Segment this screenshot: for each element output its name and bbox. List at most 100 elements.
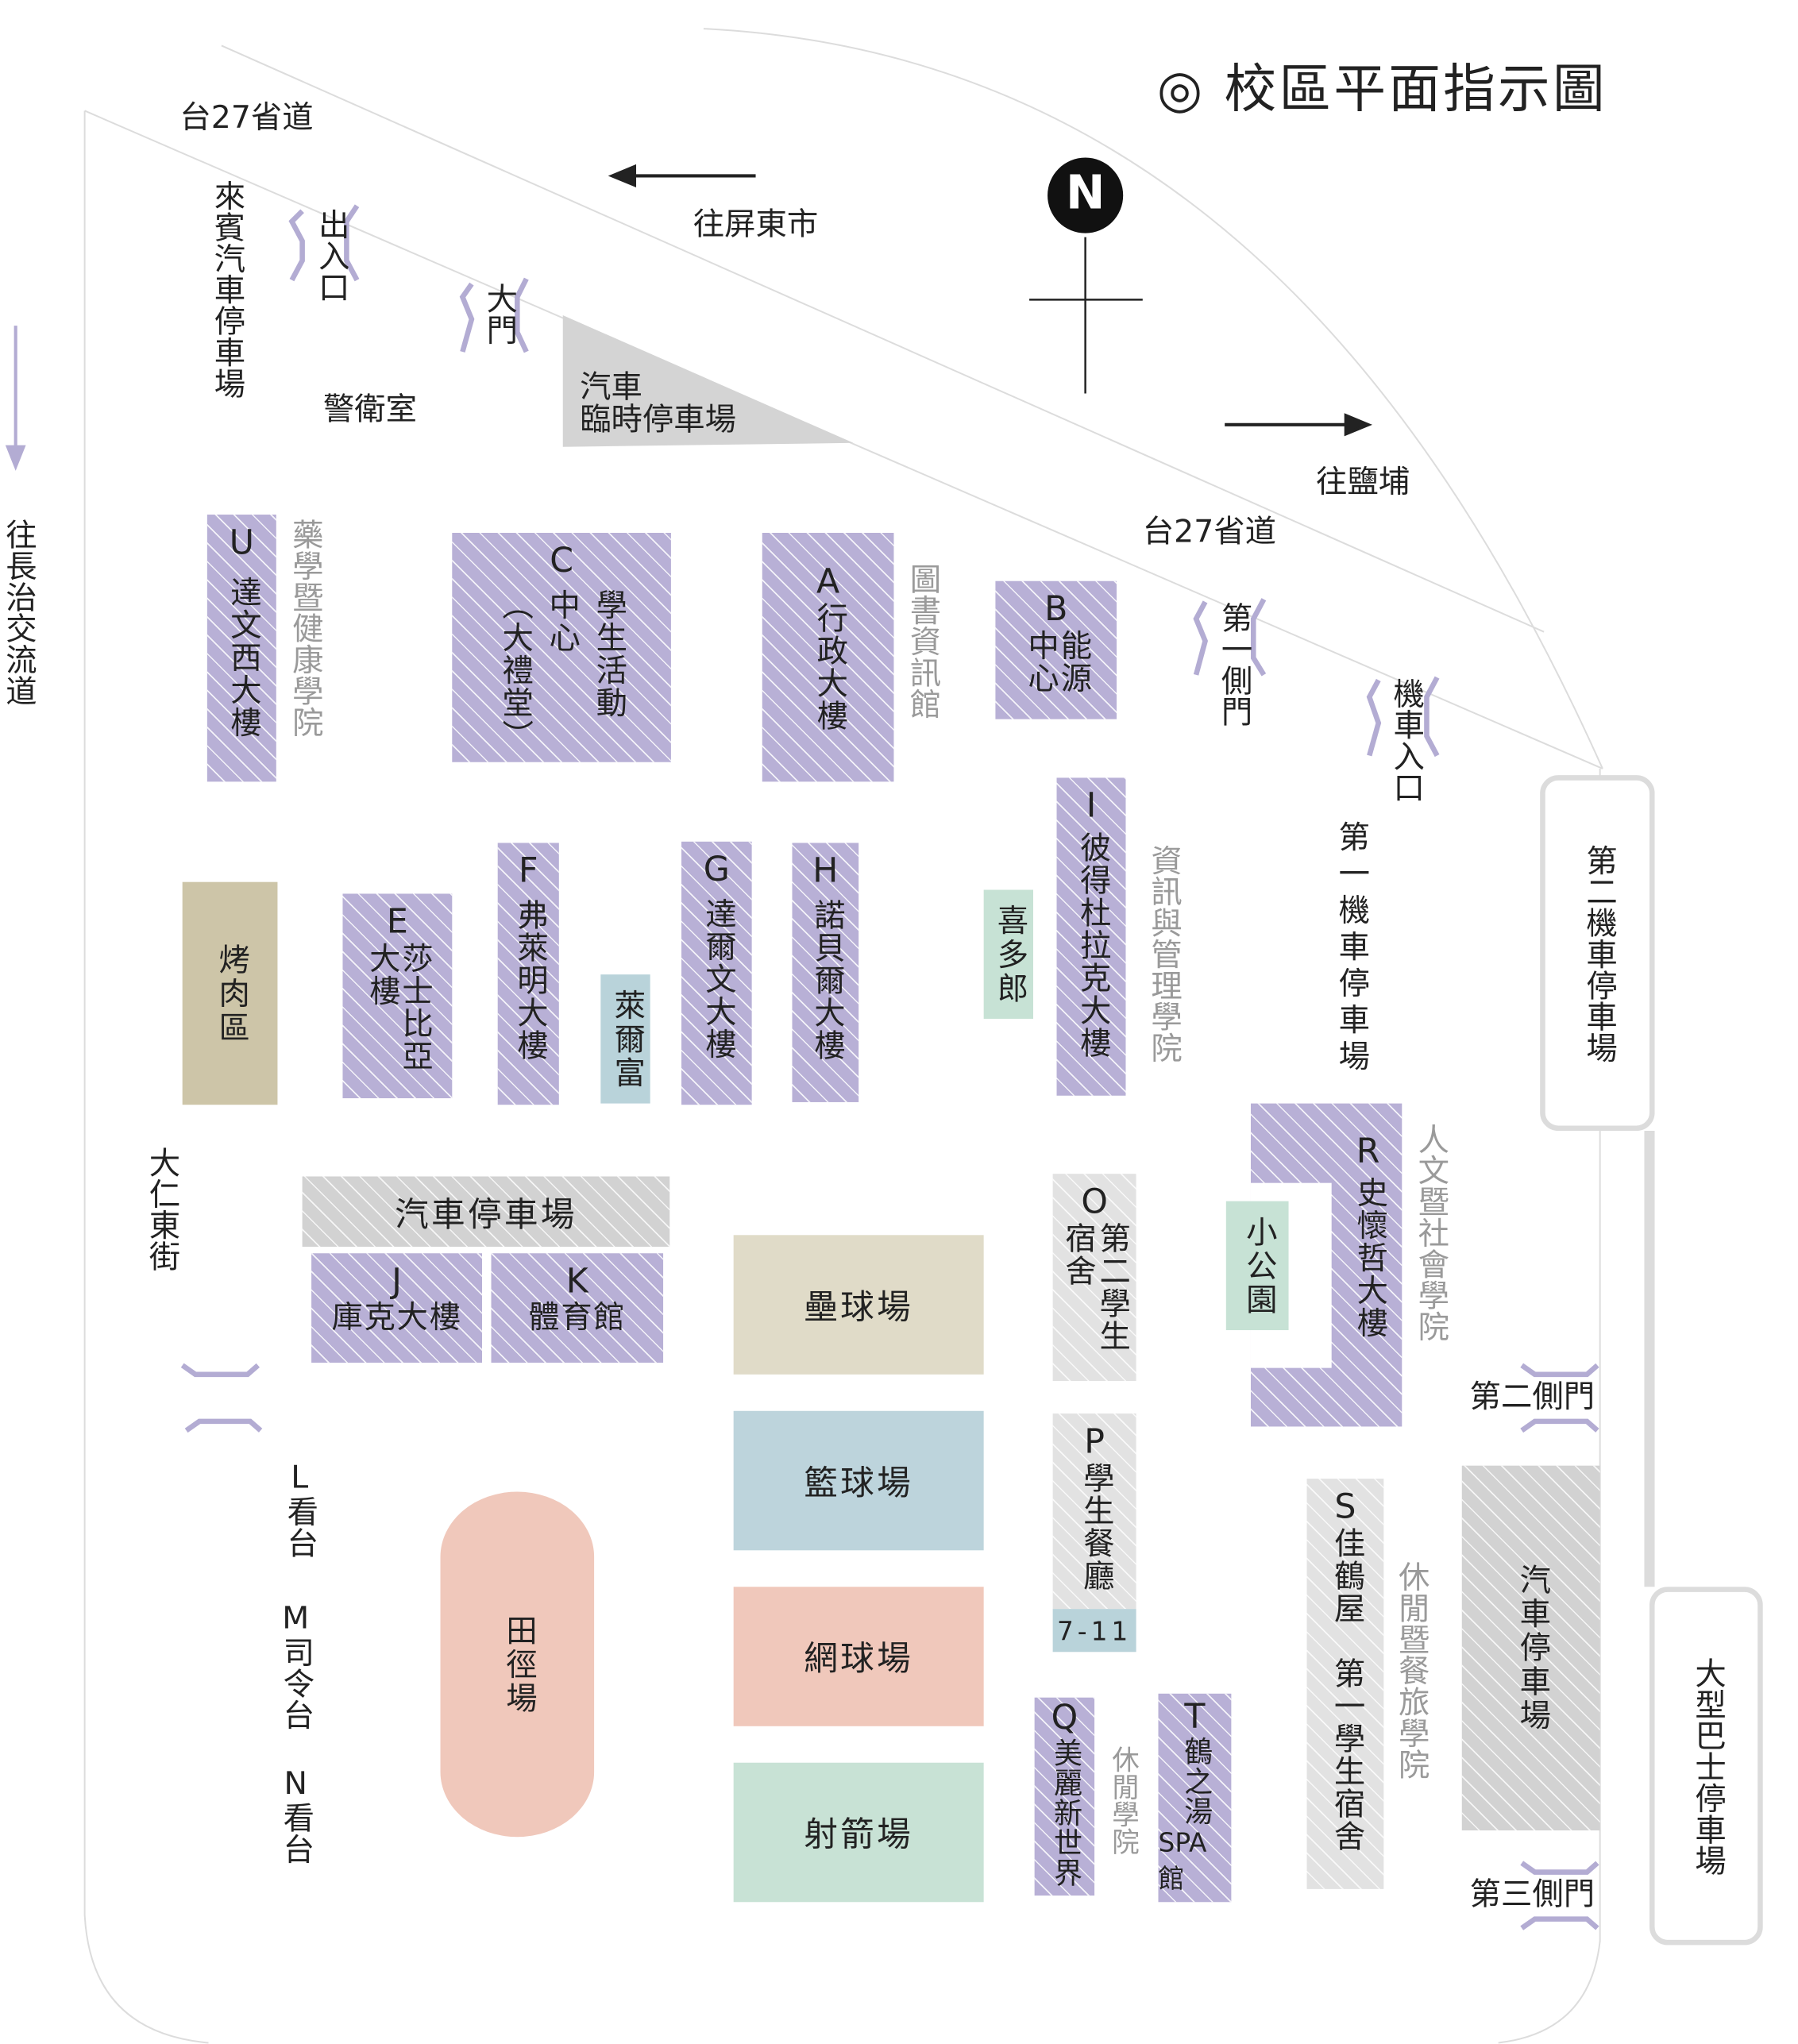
guard-room-label: 警衛室	[322, 391, 417, 428]
building-letter: R	[1356, 1132, 1380, 1171]
kitamura-restaurant: 喜多郎	[983, 889, 1033, 1019]
college-label: 休閒學院	[1109, 1745, 1140, 1856]
college-label: 人文暨社會學院	[1412, 1123, 1449, 1342]
library-label: 圖書資訊館	[904, 562, 941, 719]
temp-parking-area	[562, 315, 854, 447]
basketball-label: 籃球場	[804, 1464, 914, 1504]
car-parking-label: 汽車停車場	[395, 1195, 577, 1235]
building-R-label: R 史懷哲大樓	[1334, 1133, 1402, 1394]
gate-first-side[interactable]: 第一側門	[1215, 601, 1252, 727]
building-name: 莎士比亞 大樓	[363, 941, 433, 1072]
seven-eleven-label: 7-11	[1057, 1614, 1132, 1646]
bbq-label: 烤肉區	[213, 942, 250, 1044]
gate-third-side[interactable]: 第三側門	[1469, 1876, 1595, 1913]
track-field-label: 田徑場	[500, 1613, 537, 1715]
tennis-label: 網球場	[804, 1640, 914, 1680]
seven-eleven-store: 7-11	[1052, 1609, 1136, 1653]
compass-label: N	[1066, 166, 1105, 221]
gate-main[interactable]: 大門	[480, 283, 518, 345]
building-S[interactable]: S 佳鶴屋 第一學生宿舍	[1306, 1479, 1384, 1889]
road-label-highway: 台27省道	[179, 98, 314, 136]
direction-changzhi: 往長治交流道	[0, 518, 37, 707]
building-A[interactable]: A 行政大樓	[762, 533, 894, 782]
bus-parking: 大型巴士停車場	[1649, 1587, 1763, 1946]
building-name: 能源 中心	[1022, 628, 1092, 694]
building-O[interactable]: O 第二學生 宿舍	[1052, 1174, 1136, 1382]
building-U[interactable]: U 達文西大樓	[206, 515, 276, 782]
archery-label: 射箭場	[804, 1815, 914, 1856]
building-F[interactable]: F 弗萊明大樓	[497, 843, 559, 1105]
car-parking-center: 汽車停車場	[302, 1176, 670, 1248]
building-name: 學生活動 中心 （大禮堂）	[496, 588, 627, 751]
building-P[interactable]: P 學生餐廳	[1052, 1413, 1136, 1610]
building-letter: B	[1044, 590, 1068, 630]
building-name: 體育館	[528, 1298, 627, 1335]
direction-pingtung: 往屏東市	[693, 206, 819, 243]
building-J[interactable]: J 庫克大樓	[311, 1253, 483, 1363]
compass-cross-icon	[1029, 237, 1143, 394]
building-name: 第二學生 宿舍	[1059, 1221, 1131, 1352]
building-C[interactable]: C 學生活動 中心 （大禮堂）	[452, 533, 671, 762]
building-E[interactable]: E 莎士比亞 大樓	[342, 893, 453, 1099]
building-letter: S	[1334, 1487, 1356, 1527]
building-letter: G	[703, 850, 730, 890]
gate-markers	[180, 204, 1599, 1930]
tennis-court: 網球場	[733, 1587, 984, 1726]
building-letter: U	[229, 523, 254, 563]
building-name: 行政大樓	[811, 601, 848, 732]
building-name: 美麗新世界	[1048, 1737, 1082, 1888]
gate-second-side[interactable]: 第二側門	[1469, 1378, 1595, 1415]
gate-scooter-entrance[interactable]: 機車入口	[1387, 677, 1425, 803]
hilife-label: 萊爾富	[608, 988, 646, 1090]
building-letter: A	[816, 562, 840, 602]
temp-parking-label: 汽車 臨時停車場	[580, 368, 736, 438]
building-letter: E	[386, 902, 408, 943]
building-letter: J	[392, 1262, 402, 1302]
building-K[interactable]: K 體育館	[491, 1253, 664, 1363]
campus-boundary-east	[1498, 768, 1601, 2044]
scooter-parking-2-label: 第二機車停車場	[1580, 843, 1617, 1062]
small-park: 小公園	[1225, 1201, 1289, 1331]
hilife-store: 萊爾富	[600, 974, 650, 1104]
building-T[interactable]: T 鶴之湯 SPA館	[1158, 1693, 1232, 1903]
guest-parking-label: 來賓汽車停車場	[208, 179, 245, 399]
building-letter: T	[1184, 1697, 1206, 1737]
page-title: ◎ 校區平面指示圖	[1156, 60, 1607, 120]
spa-label: SPA館	[1158, 1826, 1207, 1894]
building-letter: I	[1086, 786, 1097, 827]
building-G[interactable]: G 達爾文大樓	[681, 841, 752, 1105]
building-name: 達文西大樓	[224, 575, 261, 739]
building-I[interactable]: I 彼得杜拉克大樓	[1056, 777, 1126, 1096]
building-letter: O	[1081, 1182, 1108, 1222]
building-name: 史懷哲大樓	[1351, 1175, 1388, 1339]
building-name: 彼得杜拉克大樓	[1074, 831, 1111, 1059]
car-parking-label: 汽車停車場	[1514, 1563, 1551, 1733]
building-name: 學生餐廳	[1077, 1461, 1114, 1592]
scooter-parking-1-label: 第一機車停車場	[1333, 820, 1370, 1077]
building-name: 諾貝爾大樓	[808, 898, 845, 1062]
building-name: 庫克大樓	[331, 1298, 462, 1335]
building-name: 佳鶴屋 第一學生宿舍	[1328, 1526, 1365, 1853]
gate-exit-entrance[interactable]: 出入口	[312, 208, 349, 303]
college-label: 休閒暨餐旅學院	[1392, 1560, 1430, 1780]
compass-north-icon	[1048, 157, 1124, 233]
building-letter: K	[565, 1262, 588, 1302]
road-label-highway: 台27省道	[1142, 513, 1277, 550]
building-name: 達爾文大樓	[699, 897, 736, 1060]
bbq-area: 烤肉區	[182, 881, 278, 1105]
campus-boundary-west	[83, 110, 209, 2044]
building-H[interactable]: H 諾貝爾大樓	[792, 843, 859, 1102]
archery-range: 射箭場	[733, 1762, 984, 1903]
street-label: 大仁東街	[143, 1146, 180, 1272]
stand-M: M司令台	[277, 1599, 314, 1730]
building-name: 鶴之湯	[1179, 1736, 1212, 1826]
track-field: 田徑場	[440, 1491, 595, 1838]
building-Q[interactable]: Q 美麗新世界	[1034, 1697, 1095, 1896]
building-letter: F	[518, 851, 538, 892]
building-letter: C	[550, 542, 573, 581]
basketball-court: 籃球場	[733, 1410, 984, 1551]
building-letter: P	[1084, 1422, 1105, 1462]
stand-L: L看台	[281, 1459, 318, 1559]
building-B[interactable]: B 能源 中心	[995, 580, 1117, 719]
